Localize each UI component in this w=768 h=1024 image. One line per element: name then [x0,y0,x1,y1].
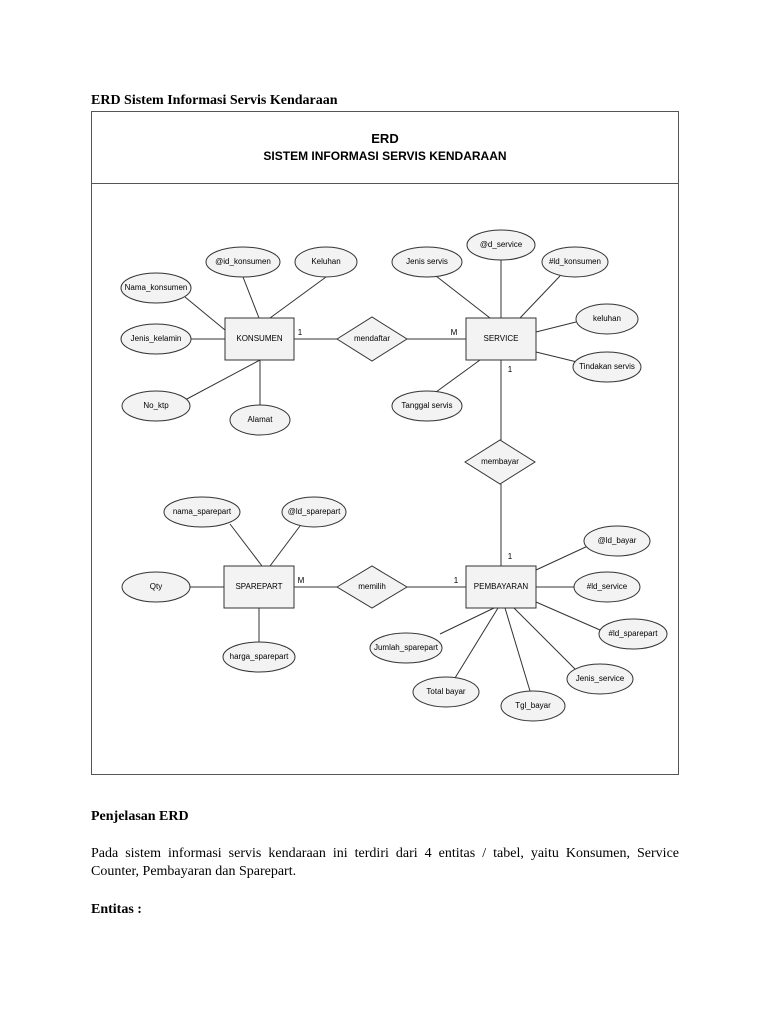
cardinality-konsumen-mendaftar: 1 [298,328,303,337]
figure-subtitle: SISTEM INFORMASI SERVIS KENDARAAN [263,149,507,163]
attribute-total-bayar [412,676,480,708]
relationship-mendaftar [336,316,408,362]
entity-label-pembayaran: PEMBAYARAN [474,582,529,591]
relationship-label-membayar: membayar [481,457,519,466]
attribute-tgl-bayar [500,690,566,722]
attribute-label-total-bayar: Total bayar [426,687,465,696]
connector-line [504,607,531,692]
entity-sparepart [223,565,295,609]
attribute-jenis-servis [391,246,463,278]
erd-figure: ERD SISTEM INFORMASI SERVIS KENDARAAN me… [91,111,679,775]
attribute-label-tindakan-servis: Tindakan servis [579,362,635,371]
cardinality-pembayaran-memilih: 1 [454,576,459,585]
entity-service [465,317,537,361]
connector-line [535,601,601,631]
attribute-label-fk-id-sparepart: #ld_sparepart [609,629,659,638]
attribute-harga-sparepart [222,641,296,673]
entity-label-service: SERVICE [484,334,519,343]
entity-label-konsumen: KONSUMEN [236,334,282,343]
attribute-label-keluhan-k: Keluhan [311,257,340,266]
attribute-label-jenis-servis: Jenis servis [406,257,448,266]
erd-diagram: mendaftar membayar memilih KONSUMEN SERVICE S… [120,229,668,722]
attribute-label-nama-sparepart: nama_sparepart [173,507,232,516]
attribute-label-tgl-bayar: Tgl_bayar [515,701,551,710]
attribute-id-bayar [583,525,651,557]
connector-line [519,275,561,319]
attribute-label-jumlah-sparepart: Jumlah_sparepart [374,643,439,652]
relationship-label-mendaftar: mendaftar [354,334,390,343]
section-title: Penjelasan ERD [91,809,189,824]
connector-line [454,607,499,679]
attribute-label-keluhan-s: keluhan [593,314,621,323]
attribute-label-no-ktp: No_ktp [143,401,169,410]
attribute-qty [121,571,191,603]
attribute-nama-konsumen [120,272,192,304]
connector-line [513,607,577,671]
attribute-fk-id-konsumen [541,246,609,278]
attribute-fk-id-service [573,571,641,603]
document-heading: ERD Sistem Informasi Servis Kendaraan [91,93,338,108]
subsection-title: Entitas : [91,902,142,917]
connector-line [535,351,578,363]
attribute-label-alamat: Alamat [248,415,274,424]
attribute-nama-sparepart [163,496,241,528]
attribute-tanggal-servis [391,390,463,422]
connector-line [535,321,577,333]
attribute-label-id-sparepart: @ld_sparepart [288,507,341,516]
entity-konsumen [224,317,295,361]
attribute-id-service [466,229,536,261]
connector-line [269,276,327,319]
attribute-label-qty: Qty [150,582,162,591]
attribute-keluhan-k [294,246,358,278]
attribute-keluhan-s [575,303,639,335]
attribute-jenis-kelamin [120,323,192,355]
attribute-label-id-konsumen: @id_konsumen [215,257,271,266]
attribute-label-jenis-kelamin: Jenis_kelamin [131,334,182,343]
attribute-label-tanggal-servis: Tanggal servis [401,401,452,410]
figure-header: ERD SISTEM INFORMASI SERVIS KENDARAAN [92,112,678,184]
attribute-no-ktp [121,390,191,422]
cardinality-sparepart-memilih: M [298,576,305,585]
entity-label-sparepart: SPAREPART [235,582,282,591]
connector-line [229,523,263,567]
connector-line [535,544,591,571]
attribute-label-fk-id-konsumen: #ld_konsumen [549,257,601,266]
entity-pembayaran [465,565,537,609]
attribute-label-fk-id-service: #ld_service [587,582,628,591]
cardinality-pembayaran-membayar: 1 [508,552,513,561]
cardinality-service-membayar: 1 [508,365,513,374]
connector-line [439,607,495,635]
attribute-jenis-service [566,663,634,695]
attribute-fk-id-sparepart [598,618,668,650]
figure-title: ERD [371,131,399,146]
connector-line [184,359,261,401]
relationship-membayar [464,439,536,485]
intro-paragraph: Pada sistem informasi servis kendaraan i… [91,846,679,879]
attribute-label-nama-konsumen: Nama_konsumen [125,283,188,292]
relationship-label-memilih: memilih [358,582,386,591]
attribute-label-harga-sparepart: harga_sparepart [230,652,289,661]
connector-line [184,296,226,331]
connector-line [269,525,301,567]
attribute-tindakan-servis [572,351,642,383]
attribute-label-id-bayar: @ld_bayar [598,536,637,545]
relationship-memilih [336,565,408,609]
attribute-id-sparepart [281,496,347,528]
connector-line [435,359,481,393]
attribute-alamat [229,404,291,436]
attribute-jumlah-sparepart [369,632,443,664]
attribute-label-jenis-service: Jenis_service [576,674,625,683]
attribute-label-id-service: @d_service [480,240,523,249]
connector-line [242,276,260,319]
attribute-id-konsumen [205,246,281,278]
connector-line [435,275,491,319]
cardinality-service-mendaftar: M [451,328,458,337]
